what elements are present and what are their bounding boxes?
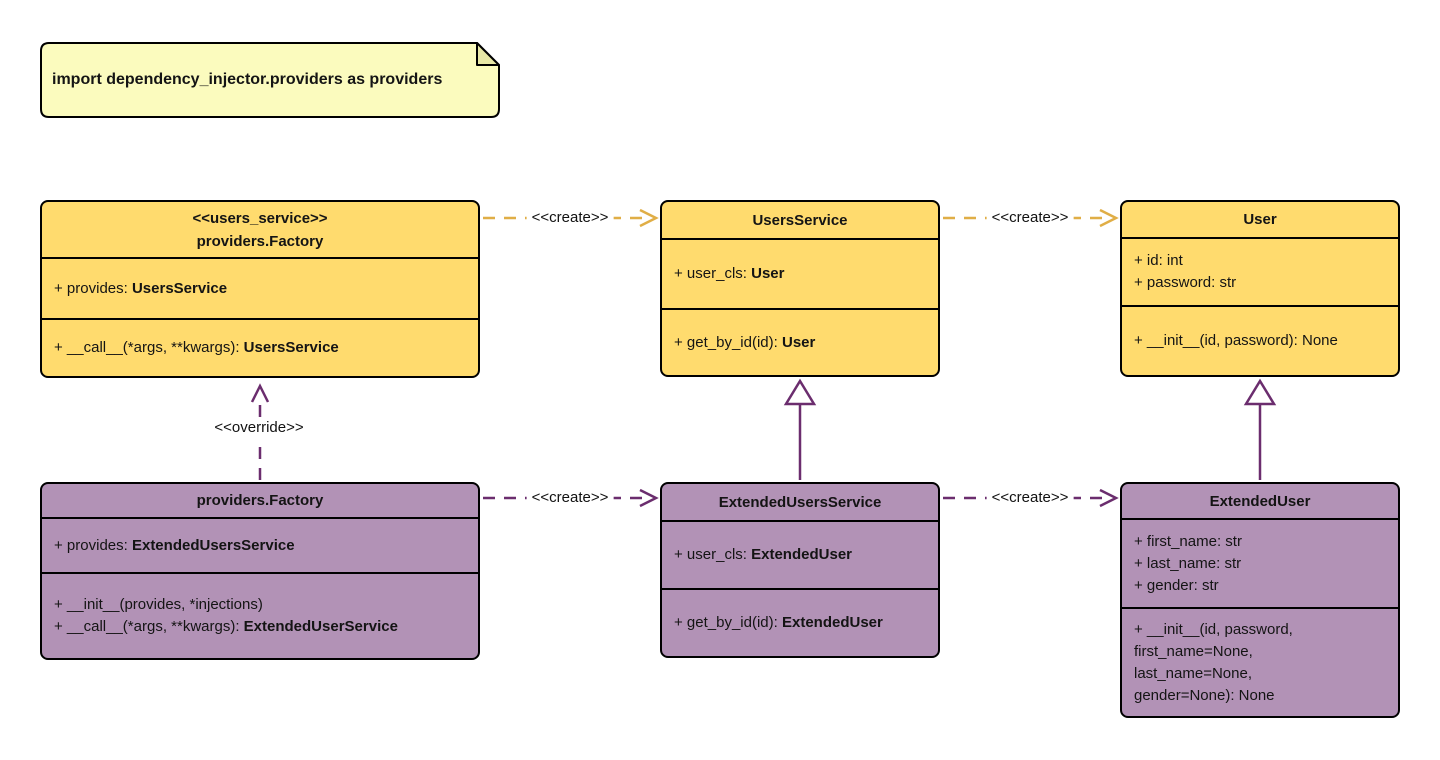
class-attributes: + provides: UsersService (42, 257, 478, 318)
class-attributes: + user_cls: User (662, 238, 938, 308)
note-shape (40, 42, 500, 118)
method-line: gender=None): None (1134, 685, 1390, 707)
create-arrowhead-icon-1 (639, 208, 659, 228)
attribute-line: + password: str (1134, 272, 1390, 294)
line-text: + __call__(*args, **kwargs): (54, 618, 244, 635)
line-text: + get_by_id(id): (674, 333, 782, 351)
class-attributes: + provides: ExtendedUsersService (42, 517, 478, 572)
class-attributes: + user_cls: ExtendedUser (662, 520, 938, 588)
line-text: + provides: (54, 536, 132, 554)
class-box-extended-user: ExtendedUser + first_name: str + last_na… (1120, 482, 1400, 718)
class-box-factory-extended: providers.Factory + provides: ExtendedUs… (40, 482, 480, 660)
override-arrowhead-icon (250, 383, 270, 403)
line-text: + gender: str (1134, 576, 1219, 594)
class-name: providers.Factory (196, 492, 324, 509)
class-attributes: + first_name: str + last_name: str + gen… (1122, 518, 1398, 607)
line-type: User (751, 265, 785, 282)
method-line: + get_by_id(id): User (674, 332, 930, 354)
class-methods: + get_by_id(id): ExtendedUser (662, 588, 938, 656)
class-header: providers.Factory (42, 484, 478, 517)
line-text: + __init__(provides, *injections) (54, 596, 263, 613)
method-line: + __init__(id, password): None (1134, 330, 1390, 352)
attribute-line: + gender: str (1134, 575, 1390, 597)
class-header: User (1122, 202, 1398, 237)
class-name: ExtendedUser (1209, 492, 1311, 510)
line-text: + provides: (54, 279, 132, 297)
class-header: UsersService (662, 202, 938, 238)
line-text: + user_cls: (674, 546, 752, 563)
attribute-line: + user_cls: User (674, 263, 930, 285)
create-arrowhead-icon-4 (1099, 488, 1119, 508)
create-label-3: <<create>> (526, 488, 614, 508)
line-text: + id: int (1134, 252, 1183, 269)
attribute-line: + last_name: str (1134, 553, 1390, 575)
line-text: + __init__(id, password): None (1134, 332, 1338, 349)
method-line: + get_by_id(id): ExtendedUser (674, 612, 930, 634)
class-methods: + __init__(provides, *injections) + __ca… (42, 572, 478, 658)
class-box-users-service: UsersService + user_cls: User + get_by_i… (660, 200, 940, 377)
attribute-line: + provides: ExtendedUsersService (54, 535, 470, 557)
class-box-extended-users-service: ExtendedUsersService + user_cls: Extende… (660, 482, 940, 658)
line-text: gender=None): None (1134, 686, 1275, 704)
class-header: <<users_service>> providers.Factory (42, 202, 478, 257)
class-name: User (1243, 211, 1277, 228)
method-line: + __call__(*args, **kwargs): UsersServic… (54, 337, 470, 359)
class-header: ExtendedUsersService (662, 484, 938, 520)
line-text: last_name=None, (1134, 664, 1252, 682)
method-line: first_name=None, (1134, 641, 1390, 663)
line-type: UsersService (243, 339, 339, 356)
class-methods: + __init__(id, password): None (1122, 305, 1398, 375)
line-text: + password: str (1134, 274, 1237, 291)
class-methods: + get_by_id(id): User (662, 308, 938, 375)
line-text: + get_by_id(id): (674, 614, 782, 631)
create-label-2: <<create>> (986, 208, 1074, 228)
line-text: + __call__(*args, **kwargs): (54, 339, 244, 356)
inheritance-triangle-icon-users-service (783, 378, 817, 406)
class-box-user: User + id: int + password: str + __init_… (1120, 200, 1400, 377)
note-import-providers: import dependency_injector.providers as … (40, 42, 500, 118)
line-text: + user_cls: (674, 265, 752, 282)
line-text: first_name=None, (1134, 642, 1253, 660)
create-arrowhead-icon-2 (1099, 208, 1119, 228)
inheritance-triangle-icon-user (1243, 378, 1277, 406)
class-methods: + __init__(id, password, first_name=None… (1122, 607, 1398, 716)
line-type: ExtendedUsersService (131, 536, 295, 554)
method-line: last_name=None, (1134, 663, 1390, 685)
line-type: UsersService (131, 279, 228, 297)
class-methods: + __call__(*args, **kwargs): UsersServic… (42, 318, 478, 376)
method-line: + __call__(*args, **kwargs): ExtendedUse… (54, 616, 470, 638)
create-label-4: <<create>> (986, 488, 1074, 508)
class-name: ExtendedUsersService (718, 493, 882, 511)
class-name: UsersService (752, 211, 848, 229)
method-line: + __init__(id, password, (1134, 619, 1390, 641)
class-attributes: + id: int + password: str (1122, 237, 1398, 305)
attribute-line: + first_name: str (1134, 531, 1390, 553)
note-fold-icon (476, 42, 500, 66)
override-label: <<override>> (209, 418, 309, 438)
line-text: + __init__(id, password, (1134, 620, 1293, 638)
line-text: + last_name: str (1134, 554, 1242, 572)
class-stereotype: <<users_service>> (192, 209, 328, 227)
line-type: ExtendedUser (781, 614, 883, 631)
class-name: providers.Factory (196, 232, 324, 250)
line-type: ExtendedUser (751, 546, 852, 563)
attribute-line: + provides: UsersService (54, 278, 470, 300)
class-header: ExtendedUser (1122, 484, 1398, 518)
attribute-line: + user_cls: ExtendedUser (674, 544, 930, 566)
create-arrowhead-icon-3 (639, 488, 659, 508)
method-line: + __init__(provides, *injections) (54, 594, 470, 616)
attribute-line: + id: int (1134, 250, 1390, 272)
create-label-1: <<create>> (526, 208, 614, 228)
class-box-factory-users: <<users_service>> providers.Factory + pr… (40, 200, 480, 378)
line-type: User (781, 333, 816, 351)
line-text: + first_name: str (1134, 532, 1242, 550)
note-text: import dependency_injector.providers as … (52, 71, 443, 88)
line-type: ExtendedUserService (243, 618, 398, 635)
